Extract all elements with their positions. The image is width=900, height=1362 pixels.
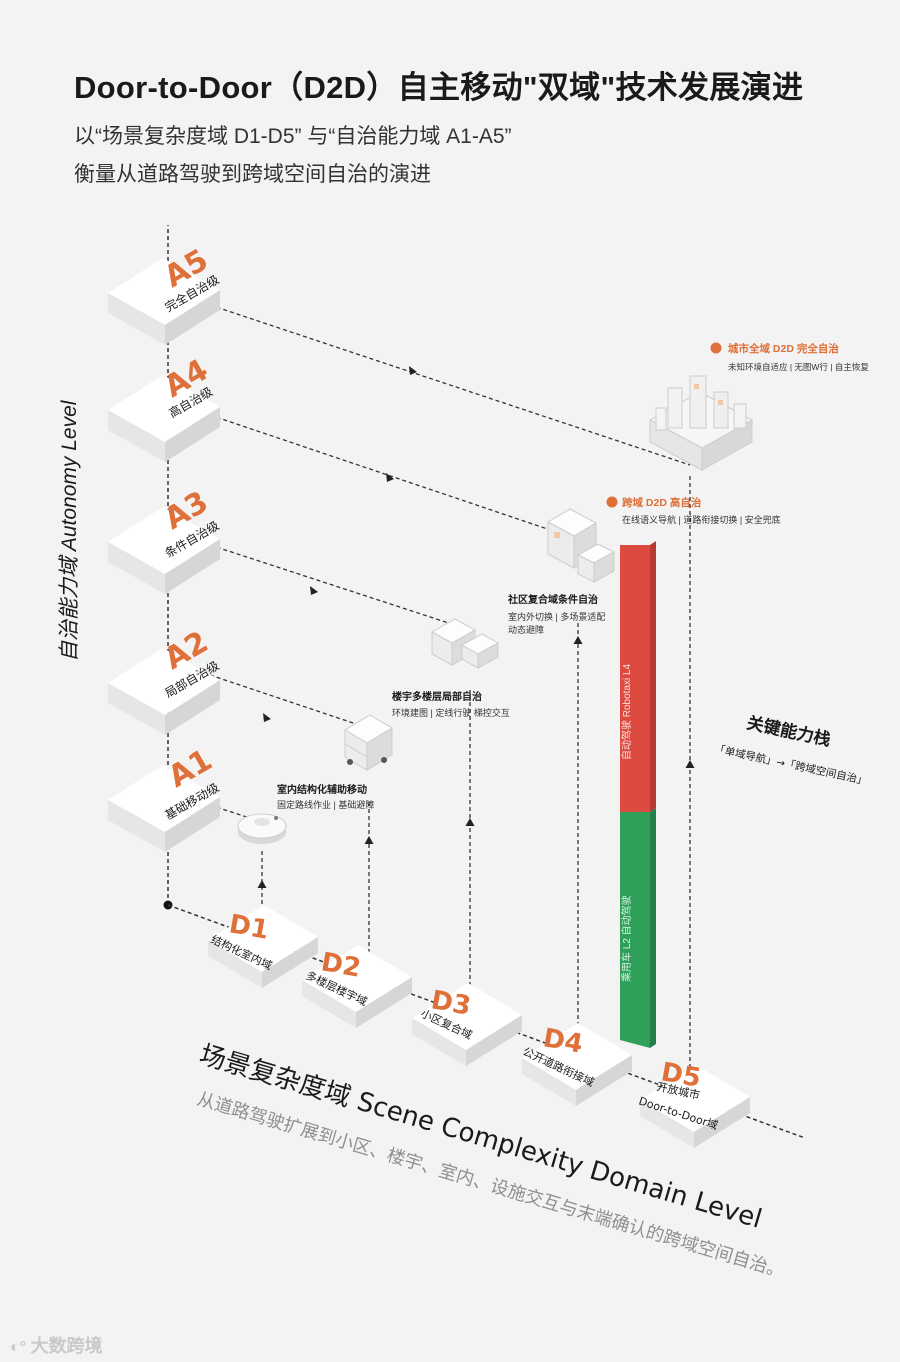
community-buildings-illustration	[546, 508, 616, 583]
stage-1-title: 室内结构化辅助移动	[277, 783, 367, 796]
domain-code-d3: D3	[429, 985, 473, 1021]
domain-block-d1	[208, 905, 318, 988]
stage-2-title: 楼宇多楼层局部自治	[392, 690, 482, 703]
robot-vacuum-illustration	[237, 813, 287, 844]
level-connector-lines	[209, 304, 691, 823]
domain-code-d2: D2	[319, 947, 363, 983]
subtitle-line-2: 衡量从道路驾驶到跨域空间自治的演进	[74, 163, 431, 186]
stage-4-marker-icon	[606, 496, 618, 508]
level-block-a2	[108, 648, 220, 735]
low-buildings-illustration	[430, 618, 500, 669]
autonomy-blocks	[108, 258, 220, 852]
stage-3-desc-line2: 动态避障	[508, 624, 544, 635]
city-block-illustration	[648, 375, 754, 471]
domain-code-d1: D1	[227, 909, 271, 945]
domain-block-d5	[640, 1065, 750, 1148]
page-title: Door-to-Door（D2D）自主移动"双域"技术发展演进	[74, 70, 804, 105]
delivery-robot-illustration	[344, 714, 393, 771]
stage-3-title: 社区复合域条件自治	[507, 593, 598, 606]
bar-green-segment	[620, 812, 650, 1048]
level-arrowheads	[263, 366, 417, 722]
stage-5-title: 城市全域 D2D 完全自治	[728, 342, 839, 355]
stage-4-desc: 在线语义导航 | 道路衔接切换 | 安全兜底	[622, 514, 781, 525]
level-block-a5	[108, 258, 220, 345]
y-axis-label: 自治能力域 Autonomy Level	[58, 399, 81, 662]
bar-red-segment	[620, 545, 650, 812]
domain-code-d4: D4	[541, 1023, 585, 1059]
bar-top-label: 自动驾驶 Robotaxi L4	[620, 663, 633, 760]
watermark: ◐° 大数跨境	[10, 1332, 103, 1358]
key-stack-title: 关键能力栈	[745, 712, 833, 750]
domain-block-d4	[522, 1023, 632, 1106]
domain-block-d3	[412, 983, 522, 1066]
domain-blocks	[208, 905, 750, 1148]
level-block-a4	[108, 375, 220, 462]
stage-3-desc-line1: 室内外切换 | 多场景适配	[508, 611, 605, 622]
subtitle-line-1: 以“场景复杂度域 D1-D5” 与“自治能力域 A1-A5”	[74, 125, 512, 148]
key-stack-desc: 「单域导航」→「跨域空间自治」	[713, 742, 868, 787]
domain-arrowheads	[257, 636, 695, 888]
stage-4-title: 跨域 D2D 高自治	[622, 496, 702, 509]
stage-5-marker-icon	[710, 342, 722, 354]
level-block-a3	[108, 507, 220, 594]
bar-bottom-label: 乘用车 L2 自动驾驶	[620, 895, 633, 982]
stage-2-desc: 环境建图 | 定线行驶 梯控交互	[392, 707, 510, 718]
domain-block-d2	[302, 945, 412, 1028]
domain-code-d5: D5	[659, 1057, 703, 1093]
watermark-text: 大数跨境	[30, 1336, 103, 1356]
stage-1-desc: 固定路线作业 | 基础避障	[277, 799, 374, 810]
stage-5-desc: 未知环境自适应 | 无图W行 | 自主恢复	[728, 362, 869, 372]
level-block-a1	[108, 765, 220, 852]
adas-bar: 自动驾驶 Robotaxi L4 乘用车 L2 自动驾驶	[620, 541, 656, 1048]
watermark-logo-icon: ◐°	[10, 1339, 31, 1356]
